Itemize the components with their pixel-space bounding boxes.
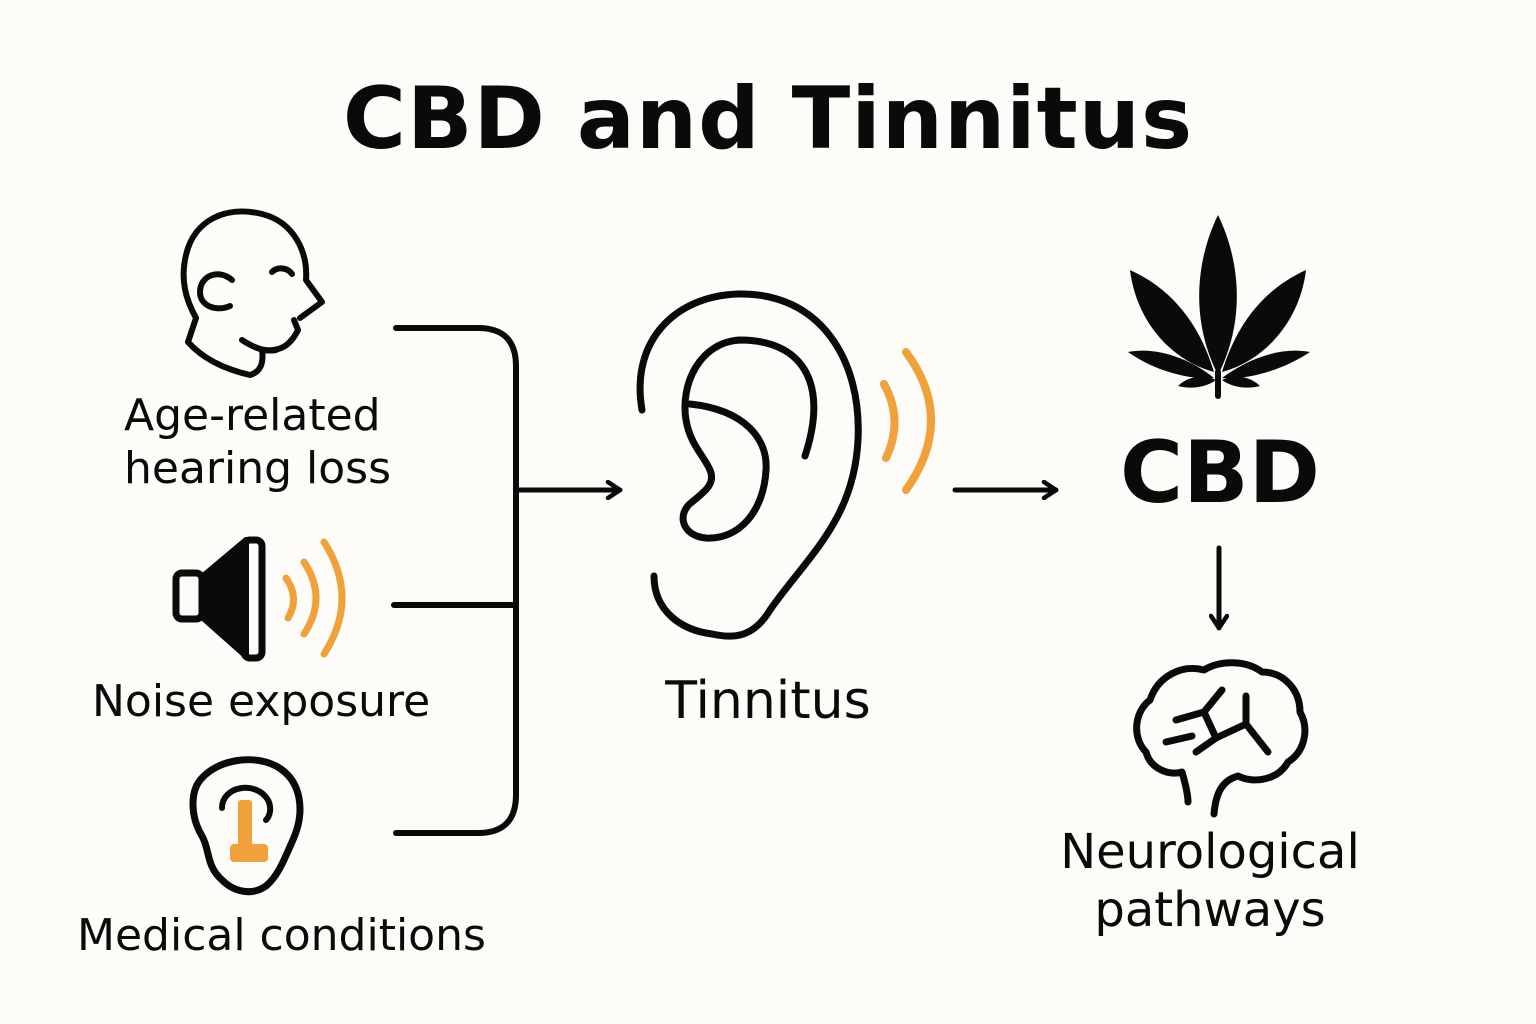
sound-waves-icon xyxy=(282,538,346,658)
speaker-icon xyxy=(172,536,266,662)
neuro-line1: Neurological xyxy=(1060,824,1360,880)
head-profile-icon xyxy=(180,208,325,378)
ear-earplug-icon xyxy=(189,756,304,896)
cause-medical-label: Medical conditions xyxy=(77,910,486,961)
brain-icon xyxy=(1133,659,1309,818)
tinnitus-label: Tinnitus xyxy=(665,671,871,731)
cannabis-leaf-icon xyxy=(1128,215,1310,399)
diagram-title: CBD and Tinnitus xyxy=(342,69,1194,169)
cause-age-line1: Age-related xyxy=(124,390,381,441)
cause-noise-label: Noise exposure xyxy=(92,676,431,727)
cbd-label: CBD xyxy=(1119,423,1321,523)
bracket-connector xyxy=(391,325,519,836)
cause-age-label: Age-related hearing loss xyxy=(124,390,391,496)
neuro-label: Neurological pathways xyxy=(1040,824,1380,939)
ear-sound-waves-icon xyxy=(880,348,935,494)
cause-age-line2: hearing loss xyxy=(124,442,392,494)
ear-icon xyxy=(636,290,862,640)
neuro-line2: pathways xyxy=(1094,881,1326,938)
